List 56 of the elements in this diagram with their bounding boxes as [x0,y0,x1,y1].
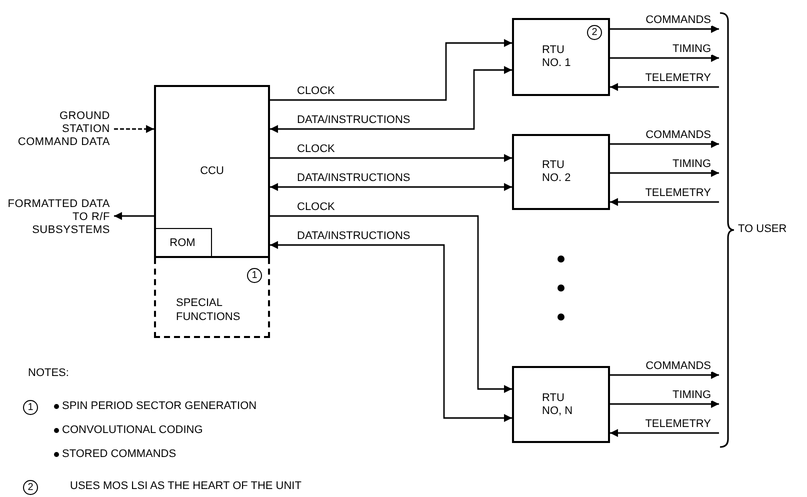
edge-label: DATA/INSTRUCTIONS [296,231,412,242]
edge-label: TELEMETRY [644,419,712,430]
edge-label: TIMING [672,390,712,401]
arrow [610,54,719,62]
arrow [610,169,719,177]
node-label: ROM [170,236,196,252]
callout-number: 1 [247,268,262,283]
arrow [610,140,719,148]
edge-label: CLOCK [296,86,336,97]
arrow [270,183,512,191]
arrow [114,212,154,220]
arrow [610,400,719,408]
edge-label: COMMANDS [644,15,712,26]
node-label: RTU NO, N [542,392,574,418]
arrow [270,66,512,133]
arrow [270,154,512,162]
edge-label: DATA/INSTRUCTIONS [296,115,412,126]
memory-box [154,228,212,258]
callout-number: 2 [587,25,602,40]
node-label: GROUND STATION COMMAND DATA [16,110,110,148]
arrow [610,83,719,91]
arrow [610,371,719,379]
edge-label: TIMING [672,159,712,170]
node-label: RTU NO. 2 [542,159,572,185]
node-label: TO USER [738,224,787,235]
process-box [512,18,610,96]
process-box [512,134,610,210]
note-text: SPIN PERIOD SECTOR GENERATION [62,401,257,412]
note-text: CONVOLUTIONAL CODING [62,425,203,436]
edge-label: DATA/INSTRUCTIONS [296,173,412,184]
node-label: FORMATTED DATA TO R/F SUBSYSTEMS [6,198,110,236]
edge-label: CLOCK [296,202,336,213]
note-text: STORED COMMANDS [62,449,176,460]
dashed-box [154,258,270,338]
arrow [610,25,719,33]
edge-label: CLOCK [296,144,336,155]
arrow [610,429,719,437]
edge-label: TIMING [672,44,712,55]
arrow [270,241,512,422]
note-text: NOTES: [28,368,69,379]
callout-number: 2 [23,480,38,495]
callout-number: 1 [23,400,38,415]
arrow [270,215,512,393]
arrow [270,39,512,101]
arrow [610,198,719,206]
node-label: CCU [199,164,225,179]
edge-label: TELEMETRY [644,188,712,199]
edge-label: TELEMETRY [644,73,712,84]
process-box [512,366,610,443]
edge-label: COMMANDS [644,130,712,141]
arrow [114,125,154,133]
node-label: RTU NO. 1 [542,44,572,70]
process-box [154,85,270,258]
node-label: SPECIAL FUNCTIONS [176,296,242,324]
note-text: USES MOS LSI AS THE HEART OF THE UNIT [70,481,302,492]
edge-label: COMMANDS [644,361,712,372]
